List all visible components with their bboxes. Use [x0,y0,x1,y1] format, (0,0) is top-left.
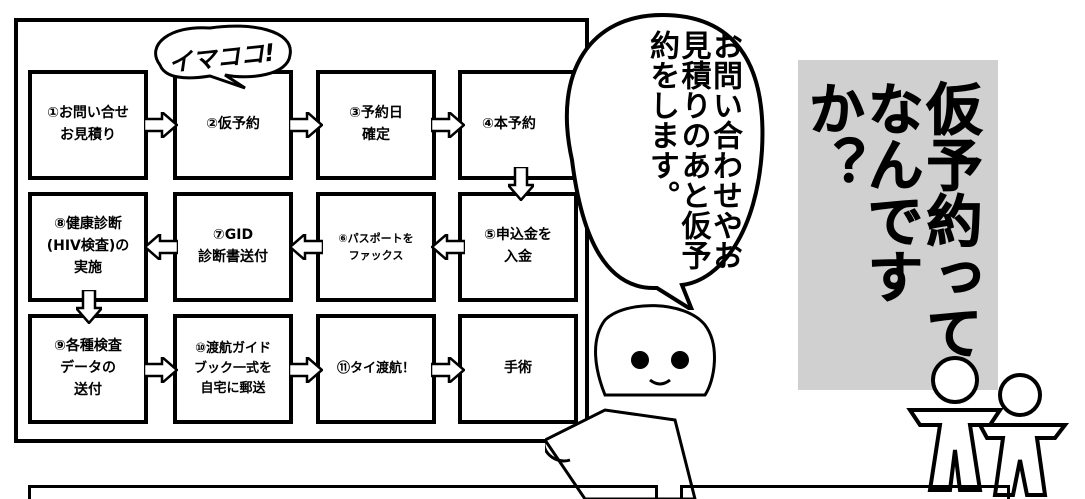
step-9-send-data: ⑨各種検査 データの 送付 [28,314,148,424]
title-panel-background [798,60,998,390]
speech-bubble [564,12,765,310]
step-8-health-check: ⑧健康診断 (HIV検査)の 実施 [28,192,148,302]
step-7-label: ⑦GID 診断書送付 [198,227,268,265]
flowchart-board: ①お問い合せ お見積り ②仮予約 ③予約日 確定 ④本予約 ⑧健康診断 (HIV… [14,18,589,443]
step-6-label: ⑥パスポートを ファックス [338,231,414,262]
step-5-deposit: ⑤申込金を 入金 [458,192,578,302]
step-10-label: ⑩渡航ガイド ブック一式を 自宅に郵送 [193,340,272,397]
step-11-travel-thailand: ⑪タイ渡航！ [316,314,436,424]
arrow-left-icon [431,234,465,260]
arrow-right-icon [431,112,465,138]
step-2-label: ②仮予約 [206,116,260,133]
arrow-right-icon [144,357,178,383]
step-8-label: ⑧健康診断 (HIV検査)の 実施 [46,216,130,276]
step-3-label: ③予約日 確定 [349,105,403,143]
step-6-passport-fax: ⑥パスポートを ファックス [316,192,436,302]
arrow-down-icon [508,167,534,201]
arrow-right-icon [289,112,323,138]
step-12-label: 手術 [504,360,532,377]
bottom-panel-right [680,485,1010,499]
page-title: 仮予約ってなんですか？ [799,80,983,361]
step-1-inquiry: ①お問い合せ お見積り [28,70,148,180]
arrow-right-icon [289,357,323,383]
step-3-date-confirmed: ③予約日 確定 [316,70,436,180]
bottom-panel-left [28,485,658,499]
here-callout-bubble [154,24,292,90]
arrow-right-icon [144,112,178,138]
arrow-left-icon [144,234,178,260]
step-9-label: ⑨各種検査 データの 送付 [54,338,122,398]
step-1-label: ①お問い合せ お見積り [47,105,129,143]
arrow-right-icon [431,357,465,383]
step-4-label: ④本予約 [482,116,536,133]
character-illustration [545,304,716,499]
arrow-down-icon [76,290,102,324]
step-12-surgery: 手術 [458,314,578,424]
mascot-figures-icon [906,356,1070,497]
step-10-guidebook: ⑩渡航ガイド ブック一式を 自宅に郵送 [173,314,293,424]
speech-bubble-text: お問い合わせやお見積りのあと仮予約をします。 [644,30,742,270]
step-11-label: ⑪タイ渡航！ [336,360,415,376]
step-7-gid-certificate: ⑦GID 診断書送付 [173,192,293,302]
step-5-label: ⑤申込金を 入金 [484,227,552,265]
arrow-left-icon [289,234,323,260]
